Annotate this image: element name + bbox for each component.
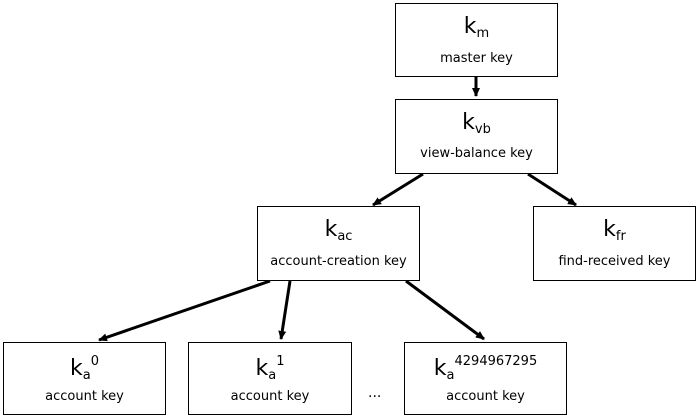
symbol-superscript: 1 <box>276 354 285 369</box>
symbol-base: k <box>603 217 616 242</box>
symbol-subscript: m <box>476 26 490 41</box>
account-key-n-node: ka4294967295 account key <box>404 342 567 415</box>
symbol-subscript: a <box>268 368 277 383</box>
symbol-subscript: fr <box>615 229 626 244</box>
view-balance-key-label: view-balance key <box>420 146 533 161</box>
account-key-1-node: ka1 account key <box>188 342 352 415</box>
edge-account-creation-to-account-n <box>405 279 485 341</box>
view-balance-key-symbol: kvb <box>396 110 557 137</box>
edge-account-creation-to-account-0 <box>98 279 271 342</box>
edge-account-creation-to-account-1 <box>278 280 292 340</box>
symbol-subscript: a <box>82 368 91 383</box>
symbol-base: k <box>433 356 447 381</box>
edge-view-balance-to-find-received <box>527 172 577 207</box>
symbol-base: k <box>255 356 269 381</box>
edge-view-balance-to-account-creation <box>372 172 424 207</box>
account-key-n-symbol: ka4294967295 <box>405 355 566 382</box>
account-key-0-label: account key <box>45 389 124 404</box>
master-key-node: km master key <box>395 3 558 77</box>
account-creation-key-node: kac account-creation key <box>257 206 420 281</box>
find-received-key-node: kfr find-received key <box>533 206 696 281</box>
find-received-key-label: find-received key <box>558 254 671 269</box>
symbol-subscript: vb <box>474 122 491 137</box>
symbol-base: k <box>70 356 83 381</box>
symbol-subscript: a <box>446 368 455 383</box>
account-creation-key-symbol: kac <box>258 217 419 244</box>
symbol-subscript: ac <box>337 229 353 244</box>
symbol-superscript: 4294967295 <box>454 354 538 369</box>
account-key-1-symbol: ka1 <box>189 355 351 382</box>
account-key-1-label: account key <box>230 389 310 404</box>
master-key-label: master key <box>440 51 513 66</box>
symbol-base: k <box>462 110 475 135</box>
symbol-base: k <box>324 217 338 242</box>
ellipsis: ... <box>368 385 382 401</box>
symbol-superscript: 0 <box>90 354 99 369</box>
master-key-symbol: km <box>396 14 557 41</box>
account-key-0-symbol: ka0 <box>4 355 165 382</box>
account-key-n-label: account key <box>446 389 525 404</box>
symbol-base: k <box>463 14 477 39</box>
account-creation-key-label: account-creation key <box>270 254 407 269</box>
view-balance-key-node: kvb view-balance key <box>395 99 558 174</box>
find-received-key-symbol: kfr <box>534 217 695 244</box>
account-key-0-node: ka0 account key <box>3 342 166 415</box>
